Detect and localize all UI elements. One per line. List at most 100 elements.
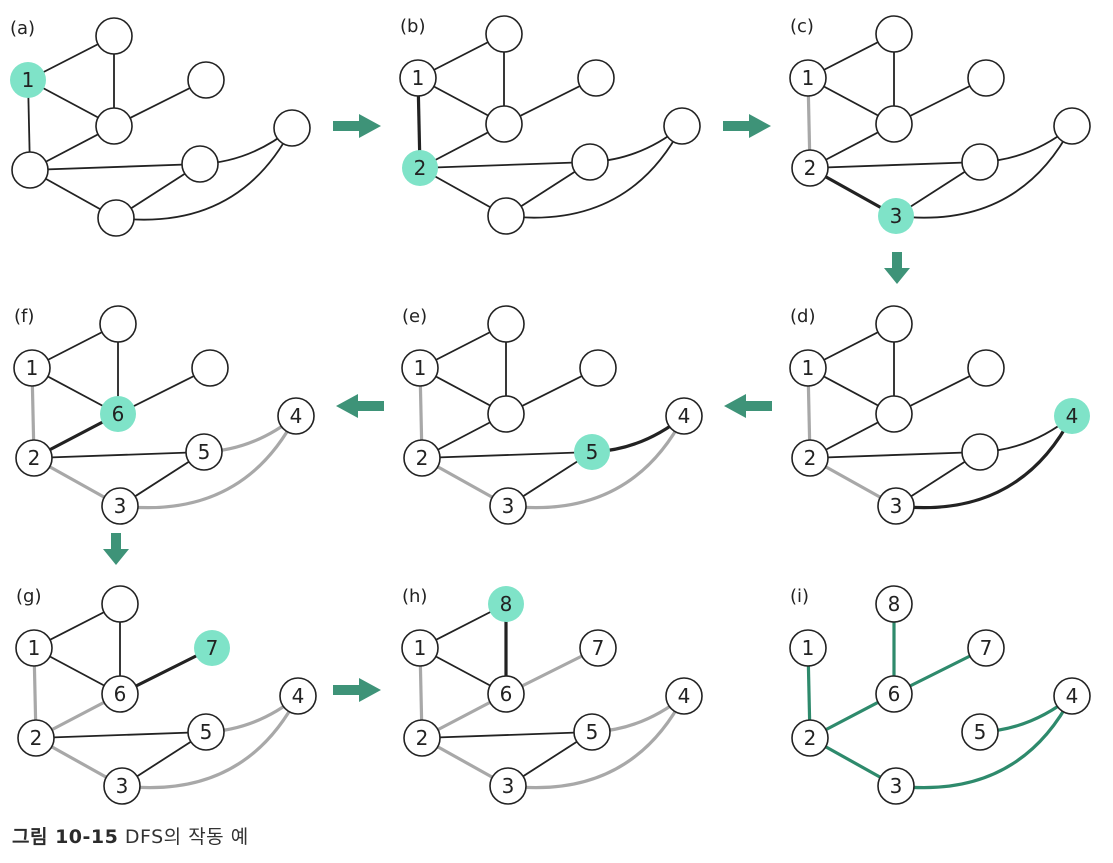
node-label: 1 [802,66,815,90]
node-f [961,433,999,471]
node-h [487,197,525,235]
node-d [194,630,230,666]
arrow-down-icon [884,252,910,284]
node-label: 4 [292,684,305,708]
node-label: 2 [416,726,429,750]
node-g [663,107,701,145]
node-b [99,305,137,343]
edge-ef [35,731,207,739]
node-d [967,349,1005,387]
panel-label: (h) [402,586,427,607]
node-label: 1 [414,356,427,380]
arrow-left-icon [724,394,772,418]
node-label: 2 [30,726,43,750]
node-e [402,150,438,186]
node-h [489,767,527,805]
node-a [10,62,46,98]
edge-ef [809,161,981,169]
node-label: 4 [290,404,303,428]
panel-c: (c)123 [789,15,1091,234]
panel-label: (d) [790,306,815,327]
arrow-left-icon [336,394,384,418]
arrow-right-icon [723,114,771,138]
node-g [665,677,703,715]
node-label: 1 [26,356,39,380]
node-c [95,107,133,145]
node-f [961,143,999,181]
node-label: 2 [804,726,817,750]
edge-ef [809,451,981,459]
node-f [181,145,219,183]
node-c [487,675,525,713]
node-label: 1 [22,68,35,92]
node-label: 7 [980,636,993,660]
node-d [577,59,615,97]
node-label: 1 [28,636,41,660]
node-label: 6 [500,682,513,706]
node-h [97,199,135,237]
node-label: 5 [198,440,211,464]
node-b [875,585,913,623]
node-d [967,629,1005,667]
node-d [579,349,617,387]
node-label: 3 [502,494,515,518]
node-f [185,433,223,471]
node-b [875,15,913,53]
node-label: 5 [586,440,599,464]
node-label: 6 [888,682,901,706]
node-label: 2 [416,446,429,470]
edge-gh [115,127,293,221]
node-a [15,629,53,667]
node-e [17,719,55,757]
node-label: 3 [114,494,127,518]
node-a [789,629,827,667]
arrow-right-icon [333,114,381,138]
node-b [875,305,913,343]
node-label: 3 [890,204,903,228]
node-b [101,585,139,623]
node-c [485,105,523,143]
panel-a: (a) 1 [10,17,311,237]
node-c [487,395,525,433]
node-f [961,713,999,751]
node-b [488,586,524,622]
node-label: 6 [114,682,127,706]
node-c [100,396,136,432]
figure-number: 그림 10-15 [12,826,119,848]
node-g [273,109,311,147]
node-e [791,719,829,757]
edge-gh [121,695,300,790]
node-c [875,675,913,713]
node-a [401,629,439,667]
node-b [485,15,523,53]
node-label: 5 [974,720,987,744]
node-e [791,439,829,477]
node-e [11,151,49,189]
panel-label: (a) [10,18,35,39]
node-g [279,677,317,715]
node-e [403,439,441,477]
node-e [791,149,829,187]
node-b [95,17,133,55]
node-g [665,397,703,435]
node-f [573,713,611,751]
node-b [487,305,525,343]
node-label: 1 [412,66,425,90]
node-label: 5 [200,720,213,744]
node-g [1054,398,1090,434]
node-c [101,675,139,713]
node-label: 7 [592,636,605,660]
node-label: 4 [1066,684,1079,708]
node-f [574,434,610,470]
node-h [878,198,914,234]
edge-ef [33,451,205,459]
node-g [277,397,315,435]
edge-gh [895,695,1074,790]
node-c [875,105,913,143]
